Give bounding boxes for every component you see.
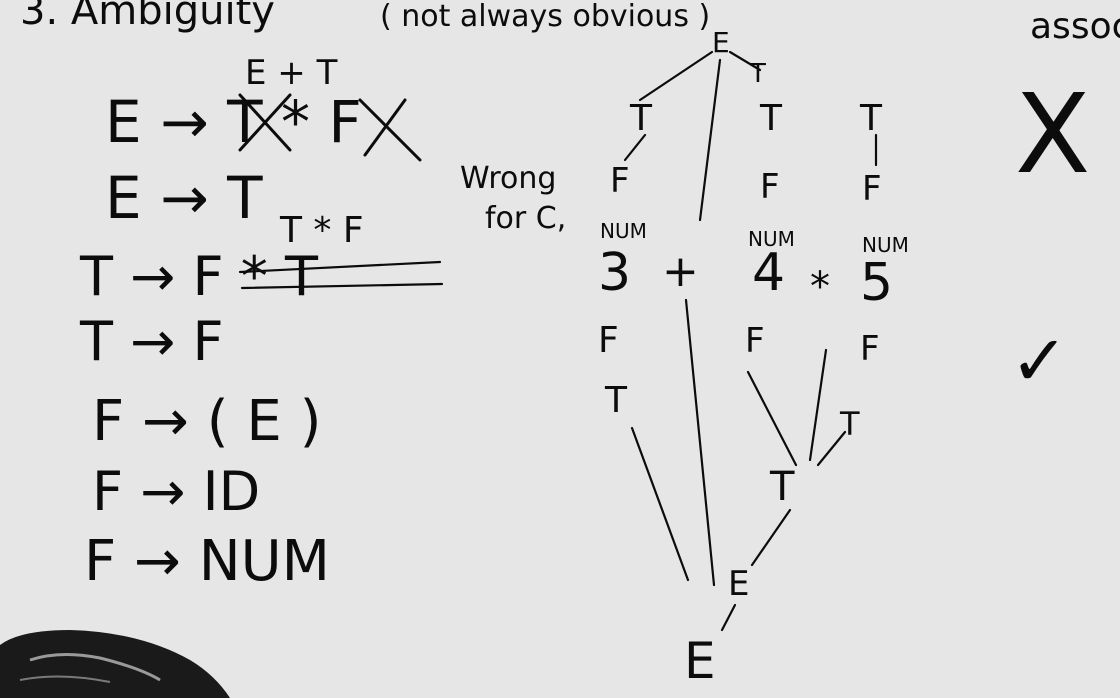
- token-4: 4: [752, 243, 785, 303]
- note-wrong: Wrong: [460, 161, 556, 196]
- top-tree-node-T: T: [759, 98, 783, 139]
- bottom-tree-edge: [684, 298, 716, 587]
- rule3: T → F * T: [79, 245, 319, 308]
- header-title: 3. Ambiguity: [20, 0, 275, 34]
- rule1: E → T * F: [105, 88, 362, 156]
- top-tree-edge: [623, 133, 647, 162]
- bottom-tree-node-F: F: [598, 320, 619, 361]
- bottom-tree-edge: [630, 426, 690, 582]
- rule4: T → F: [79, 310, 224, 373]
- bottom-tree-node-E: E: [728, 564, 749, 604]
- bottom-tree-node-F: F: [860, 329, 880, 369]
- header-note: ( not always obvious ): [380, 0, 710, 34]
- token-plus: +: [662, 246, 699, 297]
- top-tree-root-E: E: [712, 26, 730, 59]
- top-tree-num-4: NUM: [748, 227, 795, 251]
- top-tree-node-F: F: [760, 167, 780, 207]
- bottom-tree-edge: [720, 603, 737, 632]
- bottom-tree-node-T: T: [769, 464, 795, 510]
- bottom-tree-edge: [816, 430, 847, 467]
- token-times: *: [810, 264, 830, 310]
- note-for: for C,: [485, 201, 566, 236]
- rule3-strike-b: [240, 282, 444, 290]
- top-tree-node-T: T: [629, 98, 653, 139]
- bottom-tree-edge: [750, 508, 792, 567]
- instructor-head: [0, 630, 230, 698]
- rule1-strike-c: [358, 98, 422, 162]
- top-tree-edge: [698, 58, 722, 222]
- top-tree-node-F: F: [610, 161, 630, 201]
- rule2: E → T: [105, 164, 263, 232]
- rule1-correction: E + T: [245, 53, 338, 93]
- bottom-tree-edge: [808, 348, 828, 462]
- right-mark: ✓: [1010, 320, 1069, 402]
- rule1-strike-b: [238, 93, 292, 152]
- top-tree-edge: [638, 50, 714, 102]
- top-tree-num-3: NUM: [600, 219, 647, 243]
- bottom-tree-root-E: E: [684, 632, 716, 690]
- rule1-strike-d: [363, 98, 407, 157]
- rule7: F → NUM: [84, 529, 330, 594]
- bottom-tree-node-T: T: [839, 405, 860, 443]
- hair-highlight: [19, 675, 111, 683]
- bottom-tree-node-F: F: [745, 321, 765, 361]
- header-right-fragment: assoc: [1030, 6, 1120, 47]
- wrong-mark: X: [1015, 70, 1090, 198]
- rule6: F → ID: [92, 460, 260, 523]
- token-5: 5: [860, 253, 893, 313]
- token-3: 3: [598, 243, 631, 303]
- hair-highlight: [29, 652, 161, 682]
- top-tree-node-F: F: [862, 169, 882, 209]
- top-tree-node-T: T: [859, 98, 883, 139]
- rule5: F → ( E ): [92, 389, 321, 454]
- rule3-strike-a: [238, 260, 442, 274]
- top-tree-node-T: T: [749, 59, 766, 89]
- bottom-tree-edge: [746, 370, 798, 467]
- top-tree-num-5: NUM: [862, 233, 909, 257]
- top-tree-edge: [728, 50, 762, 72]
- rule2-correction: T * F: [279, 210, 364, 251]
- bottom-tree-node-T: T: [604, 380, 628, 421]
